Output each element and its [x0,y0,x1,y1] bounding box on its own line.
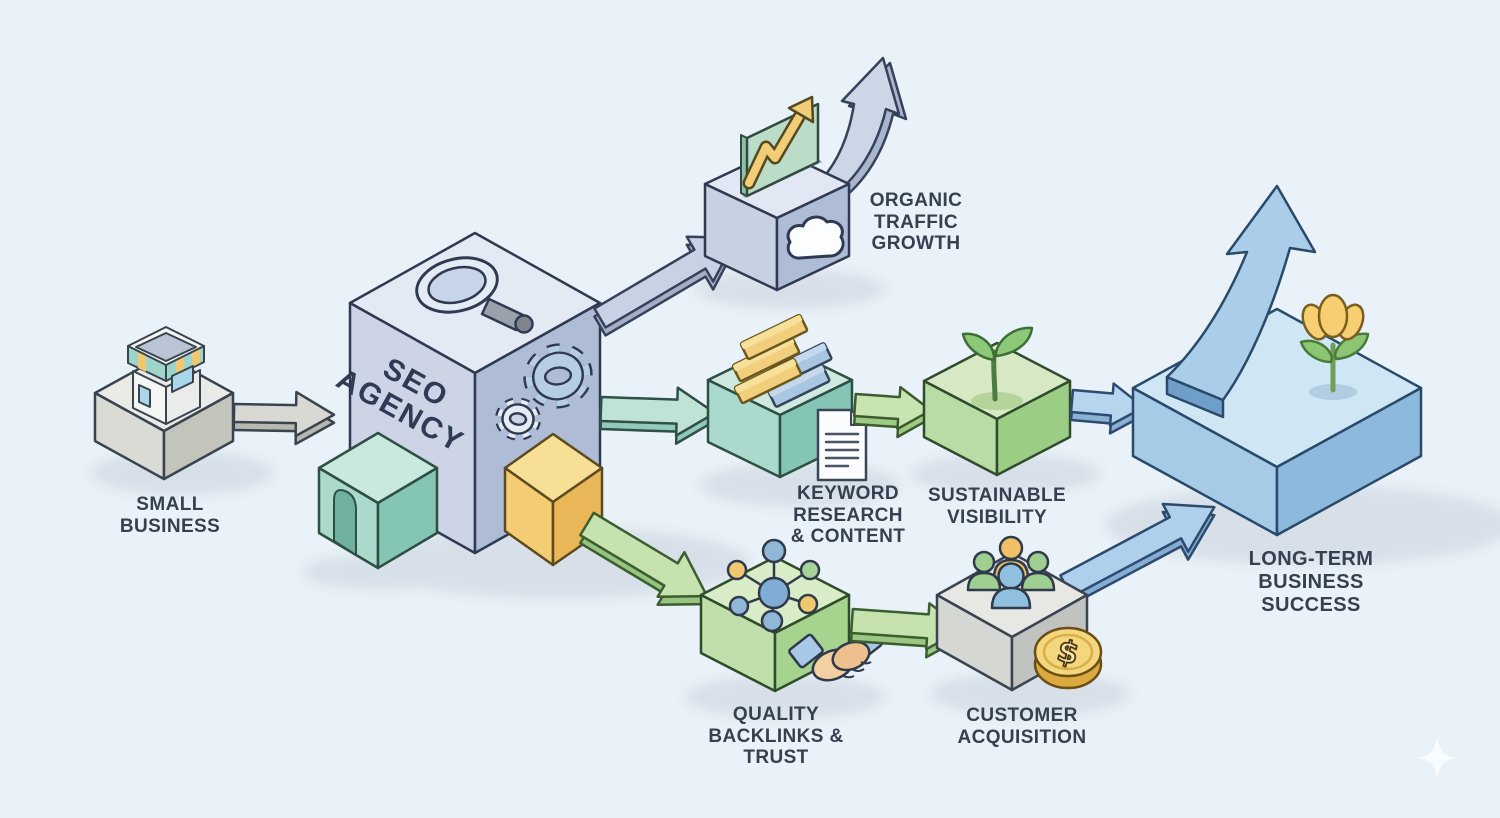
dollar-coin-icon: $ [1033,626,1103,690]
label-keyword-research-content: KEYWORD RESEARCH & CONTENT [790,483,906,548]
magnifying-glass-icon [415,256,534,334]
cloud-icon [786,215,845,260]
block-keyword-research [706,313,868,482]
growth-chart-icon [740,95,820,198]
arrow-small-to-seo [232,389,336,446]
right-face [376,466,439,570]
block-long-term-success [1131,184,1423,537]
curved-growth-arrow-icon [1165,184,1317,419]
label-small-business: SMALL BUSINESS [119,494,221,537]
block-customer-acquisition: $ [935,535,1103,692]
block-small-business [93,326,235,481]
arch-cube-icon [317,431,439,570]
label-organic-traffic-growth: ORGANIC TRAFFIC GROWTH [869,190,963,255]
label-customer-acquisition: CUSTOMER ACQUISITION [957,705,1087,748]
right-face [162,391,235,481]
block-quality-backlinks [699,538,884,693]
storefront-icon [127,326,205,425]
block-organic-traffic-growth [703,95,851,292]
people-group-icon [966,535,1056,610]
label-long-term-business-success: LONG-TERM BUSINESS SUCCESS [1248,548,1374,616]
sprout-icon [961,326,1034,410]
arrow-seo-to-keyword [598,383,718,447]
arch-opening [333,489,357,556]
right-face [1275,386,1423,537]
sparkle-icon [1418,738,1456,778]
stacked-bricks-icon [731,313,833,408]
rising-curved-arrow-icon [806,56,908,205]
block-sustainable-visibility [922,326,1072,477]
network-icon [726,538,821,633]
label-quality-backlinks-trust: QUALITY BACKLINKS & TRUST [708,704,844,769]
flower-icon [1299,293,1370,400]
label-sustainable-visibility: SUSTAINABLE VISIBILITY [927,485,1067,528]
right-face [995,379,1072,477]
